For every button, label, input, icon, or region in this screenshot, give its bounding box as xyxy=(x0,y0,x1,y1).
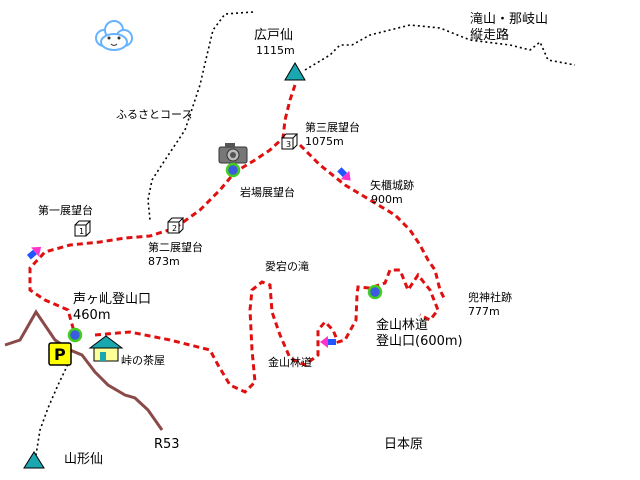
road-r53 xyxy=(4,309,164,431)
takiyama-label: 滝山・那岐山 xyxy=(470,12,549,27)
kanayama-spot xyxy=(367,284,383,300)
observation-cube-icon: 1 xyxy=(74,220,92,237)
parking-icon: P xyxy=(48,342,72,366)
yaguragi-label: 矢櫃城跡 xyxy=(370,179,414,192)
chaya-label: 峠の茶屋 xyxy=(121,354,165,367)
kanayama-tozan-label-2: 登山口(600m) xyxy=(376,334,463,349)
summit-triangle-icon xyxy=(284,62,306,81)
kabuto-label: 兜神社跡 xyxy=(468,291,512,304)
cloud-face-icon xyxy=(95,20,133,51)
koegatao-elevation: 460m xyxy=(73,308,111,323)
kanayama-tozan-label: 金山林道 xyxy=(376,318,429,333)
dai3-elevation: 1075m xyxy=(305,135,344,148)
direction-arrow-icon xyxy=(337,167,351,181)
direction-arrow-icon xyxy=(26,246,42,260)
observation-cube-icon: 2 xyxy=(167,217,185,234)
takiyama-ridge-path xyxy=(304,24,576,71)
takiyama-label-2: 縦走路 xyxy=(470,28,510,43)
main-trail xyxy=(28,84,440,394)
observation-cube-icon: 3 xyxy=(281,133,299,150)
yamagatasen-path xyxy=(35,359,71,456)
koegatao-label: 声ヶ乢登山口 xyxy=(73,292,152,307)
koegatao-spot xyxy=(67,327,83,343)
iwaba-spot xyxy=(225,162,241,178)
obs2-number: 2 xyxy=(172,224,177,233)
parking-letter: P xyxy=(54,345,66,364)
r53-label: R53 xyxy=(154,437,180,452)
furusato-label: ふるさとコース xyxy=(116,108,193,121)
kanayama-rindo-label: 金山林道 xyxy=(268,356,312,369)
direction-arrow-icon xyxy=(320,336,336,348)
iwaba-label: 岩場展望台 xyxy=(240,186,295,199)
atago-label: 愛宕の滝 xyxy=(265,260,309,273)
camera-icon xyxy=(218,143,248,164)
summit-triangle-icon xyxy=(23,451,45,469)
hirotosen-elevation: 1115m xyxy=(256,44,295,57)
dai3-label: 第三展望台 xyxy=(305,121,360,134)
kabuto-elevation: 777m xyxy=(468,305,500,318)
house-icon xyxy=(88,335,124,362)
dai2-elevation: 873m xyxy=(148,255,180,268)
yaguragi-elevation: 900m xyxy=(371,193,403,206)
yamagatasen-label: 山形仙 xyxy=(64,452,104,467)
obs1-number: 1 xyxy=(79,227,84,236)
dai1-label: 第一展望台 xyxy=(38,204,93,217)
yaguragi-trail xyxy=(298,143,447,301)
obs3-number: 3 xyxy=(286,140,291,149)
dai2-label: 第二展望台 xyxy=(148,241,203,254)
nihonbara-label: 日本原 xyxy=(384,437,424,452)
hirotosen-label: 広戸仙 xyxy=(254,28,294,43)
